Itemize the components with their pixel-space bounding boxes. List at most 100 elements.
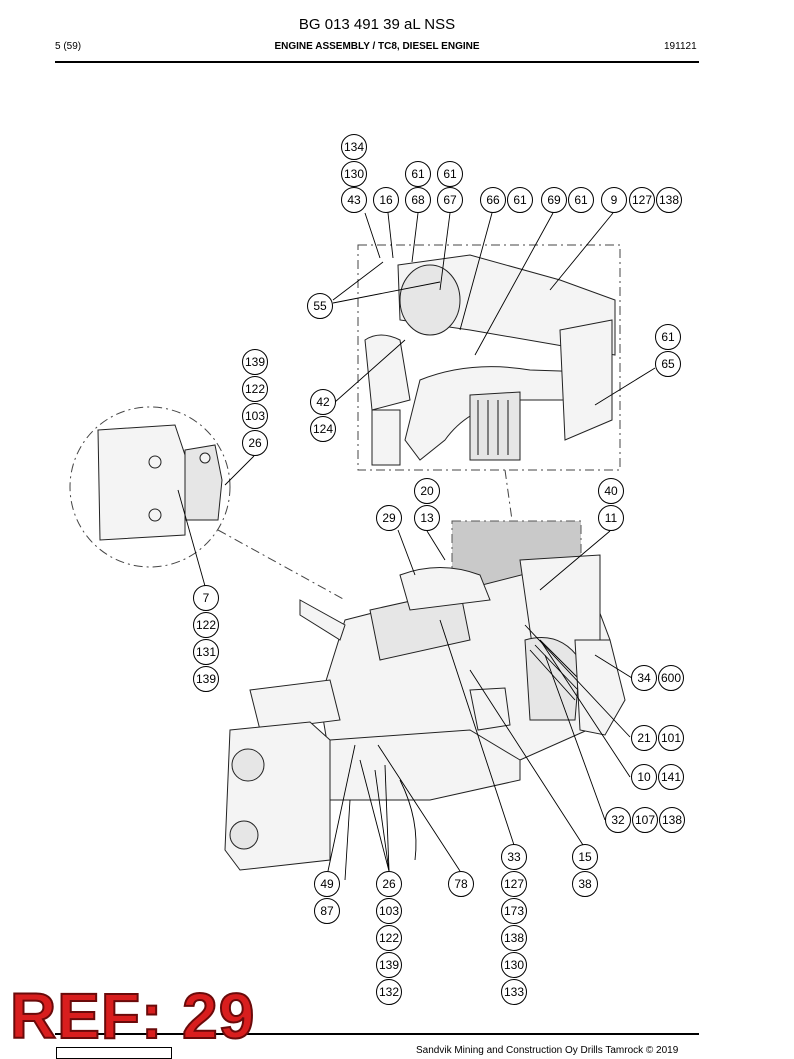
callout-11: 11 [598,505,624,531]
svg-text:122: 122 [245,382,265,396]
callout-10: 10 [631,764,657,790]
callout-78: 78 [448,871,474,897]
callout-103: 103 [376,898,402,924]
svg-text:13: 13 [420,511,434,525]
svg-text:122: 122 [379,931,399,945]
svg-text:49: 49 [320,877,334,891]
svg-text:9: 9 [611,193,618,207]
detail-circle [69,406,231,568]
callout-43: 43 [341,187,367,213]
svg-text:78: 78 [454,877,468,891]
svg-text:66: 66 [486,193,500,207]
svg-text:124: 124 [313,422,333,436]
svg-text:131: 131 [196,645,216,659]
callout-16: 16 [373,187,399,213]
footer-rule [55,1033,699,1035]
callout-138: 138 [501,925,527,951]
svg-text:68: 68 [411,193,425,207]
svg-text:65: 65 [661,357,675,371]
callout-139: 139 [242,349,268,375]
svg-text:32: 32 [611,813,625,827]
svg-text:122: 122 [196,618,216,632]
svg-text:67: 67 [443,193,457,207]
svg-text:69: 69 [547,193,561,207]
section-title: ENGINE ASSEMBLY / TC8, DIESEL ENGINE [274,41,480,52]
callout-138: 138 [659,807,685,833]
svg-text:26: 26 [248,436,262,450]
callout-139: 139 [376,952,402,978]
callout-133: 133 [501,979,527,1005]
svg-text:7: 7 [203,591,210,605]
svg-text:139: 139 [379,958,399,972]
svg-text:130: 130 [344,167,364,181]
svg-text:40: 40 [604,484,618,498]
footer-copyright: Sandvik Mining and Construction Oy Drill… [416,1045,679,1056]
page-number: 5 (59) [55,41,82,52]
callout-141: 141 [658,764,684,790]
svg-text:38: 38 [578,877,592,891]
callout-122: 122 [193,612,219,638]
callout-69: 69 [541,187,567,213]
svg-text:139: 139 [196,672,216,686]
svg-text:55: 55 [313,299,327,313]
callout-21: 21 [631,725,657,751]
callout-101: 101 [658,725,684,751]
svg-text:61: 61 [574,193,588,207]
callout-87: 87 [314,898,340,924]
svg-text:11: 11 [605,511,618,525]
svg-text:10: 10 [637,770,651,784]
callout-55: 55 [307,293,333,319]
svg-text:141: 141 [661,770,681,784]
callout-67: 67 [437,187,463,213]
callout-66: 66 [480,187,506,213]
svg-text:21: 21 [637,731,651,745]
svg-text:132: 132 [379,985,399,999]
callout-68: 68 [405,187,431,213]
callout-32: 32 [605,807,631,833]
svg-text:61: 61 [513,193,527,207]
svg-text:130: 130 [504,958,524,972]
callout-20: 20 [414,478,440,504]
callout-38: 38 [572,871,598,897]
svg-text:138: 138 [504,931,524,945]
svg-text:173: 173 [504,904,524,918]
detail-link-upper [504,469,513,521]
callout-61: 61 [507,187,533,213]
callout-61: 61 [568,187,594,213]
svg-text:20: 20 [420,484,434,498]
callout-40: 40 [598,478,624,504]
svg-text:138: 138 [659,193,679,207]
svg-text:61: 61 [411,167,425,181]
callout-9: 9 [601,187,627,213]
svg-text:600: 600 [661,671,681,685]
callout-127: 127 [629,187,655,213]
callout-138: 138 [656,187,682,213]
callout-132: 132 [376,979,402,1005]
callout-127: 127 [501,871,527,897]
upper-detail-parts [364,254,616,466]
callout-61: 61 [655,324,681,350]
callout-group: 134 130 43 16 61 68 61 67 66 61 69 61 9 … [193,134,685,1005]
ref-stamp: REF: 29 [9,980,256,1052]
svg-text:127: 127 [632,193,652,207]
engine-main-parts [224,554,626,881]
callout-139: 139 [193,666,219,692]
callout-122: 122 [242,376,268,402]
svg-text:134: 134 [344,140,364,154]
callout-26: 26 [376,871,402,897]
svg-text:103: 103 [379,904,399,918]
callout-107: 107 [632,807,658,833]
callout-34: 34 [631,665,657,691]
document-title: BG 013 491 39 aL NSS [298,16,456,33]
callout-13: 13 [414,505,440,531]
callout-173: 173 [501,898,527,924]
header-rule [55,61,699,63]
callout-130: 130 [341,161,367,187]
svg-text:133: 133 [504,985,524,999]
callout-122: 122 [376,925,402,951]
svg-text:138: 138 [662,813,682,827]
callout-15: 15 [572,844,598,870]
svg-text:107: 107 [635,813,655,827]
callout-7: 7 [193,585,219,611]
